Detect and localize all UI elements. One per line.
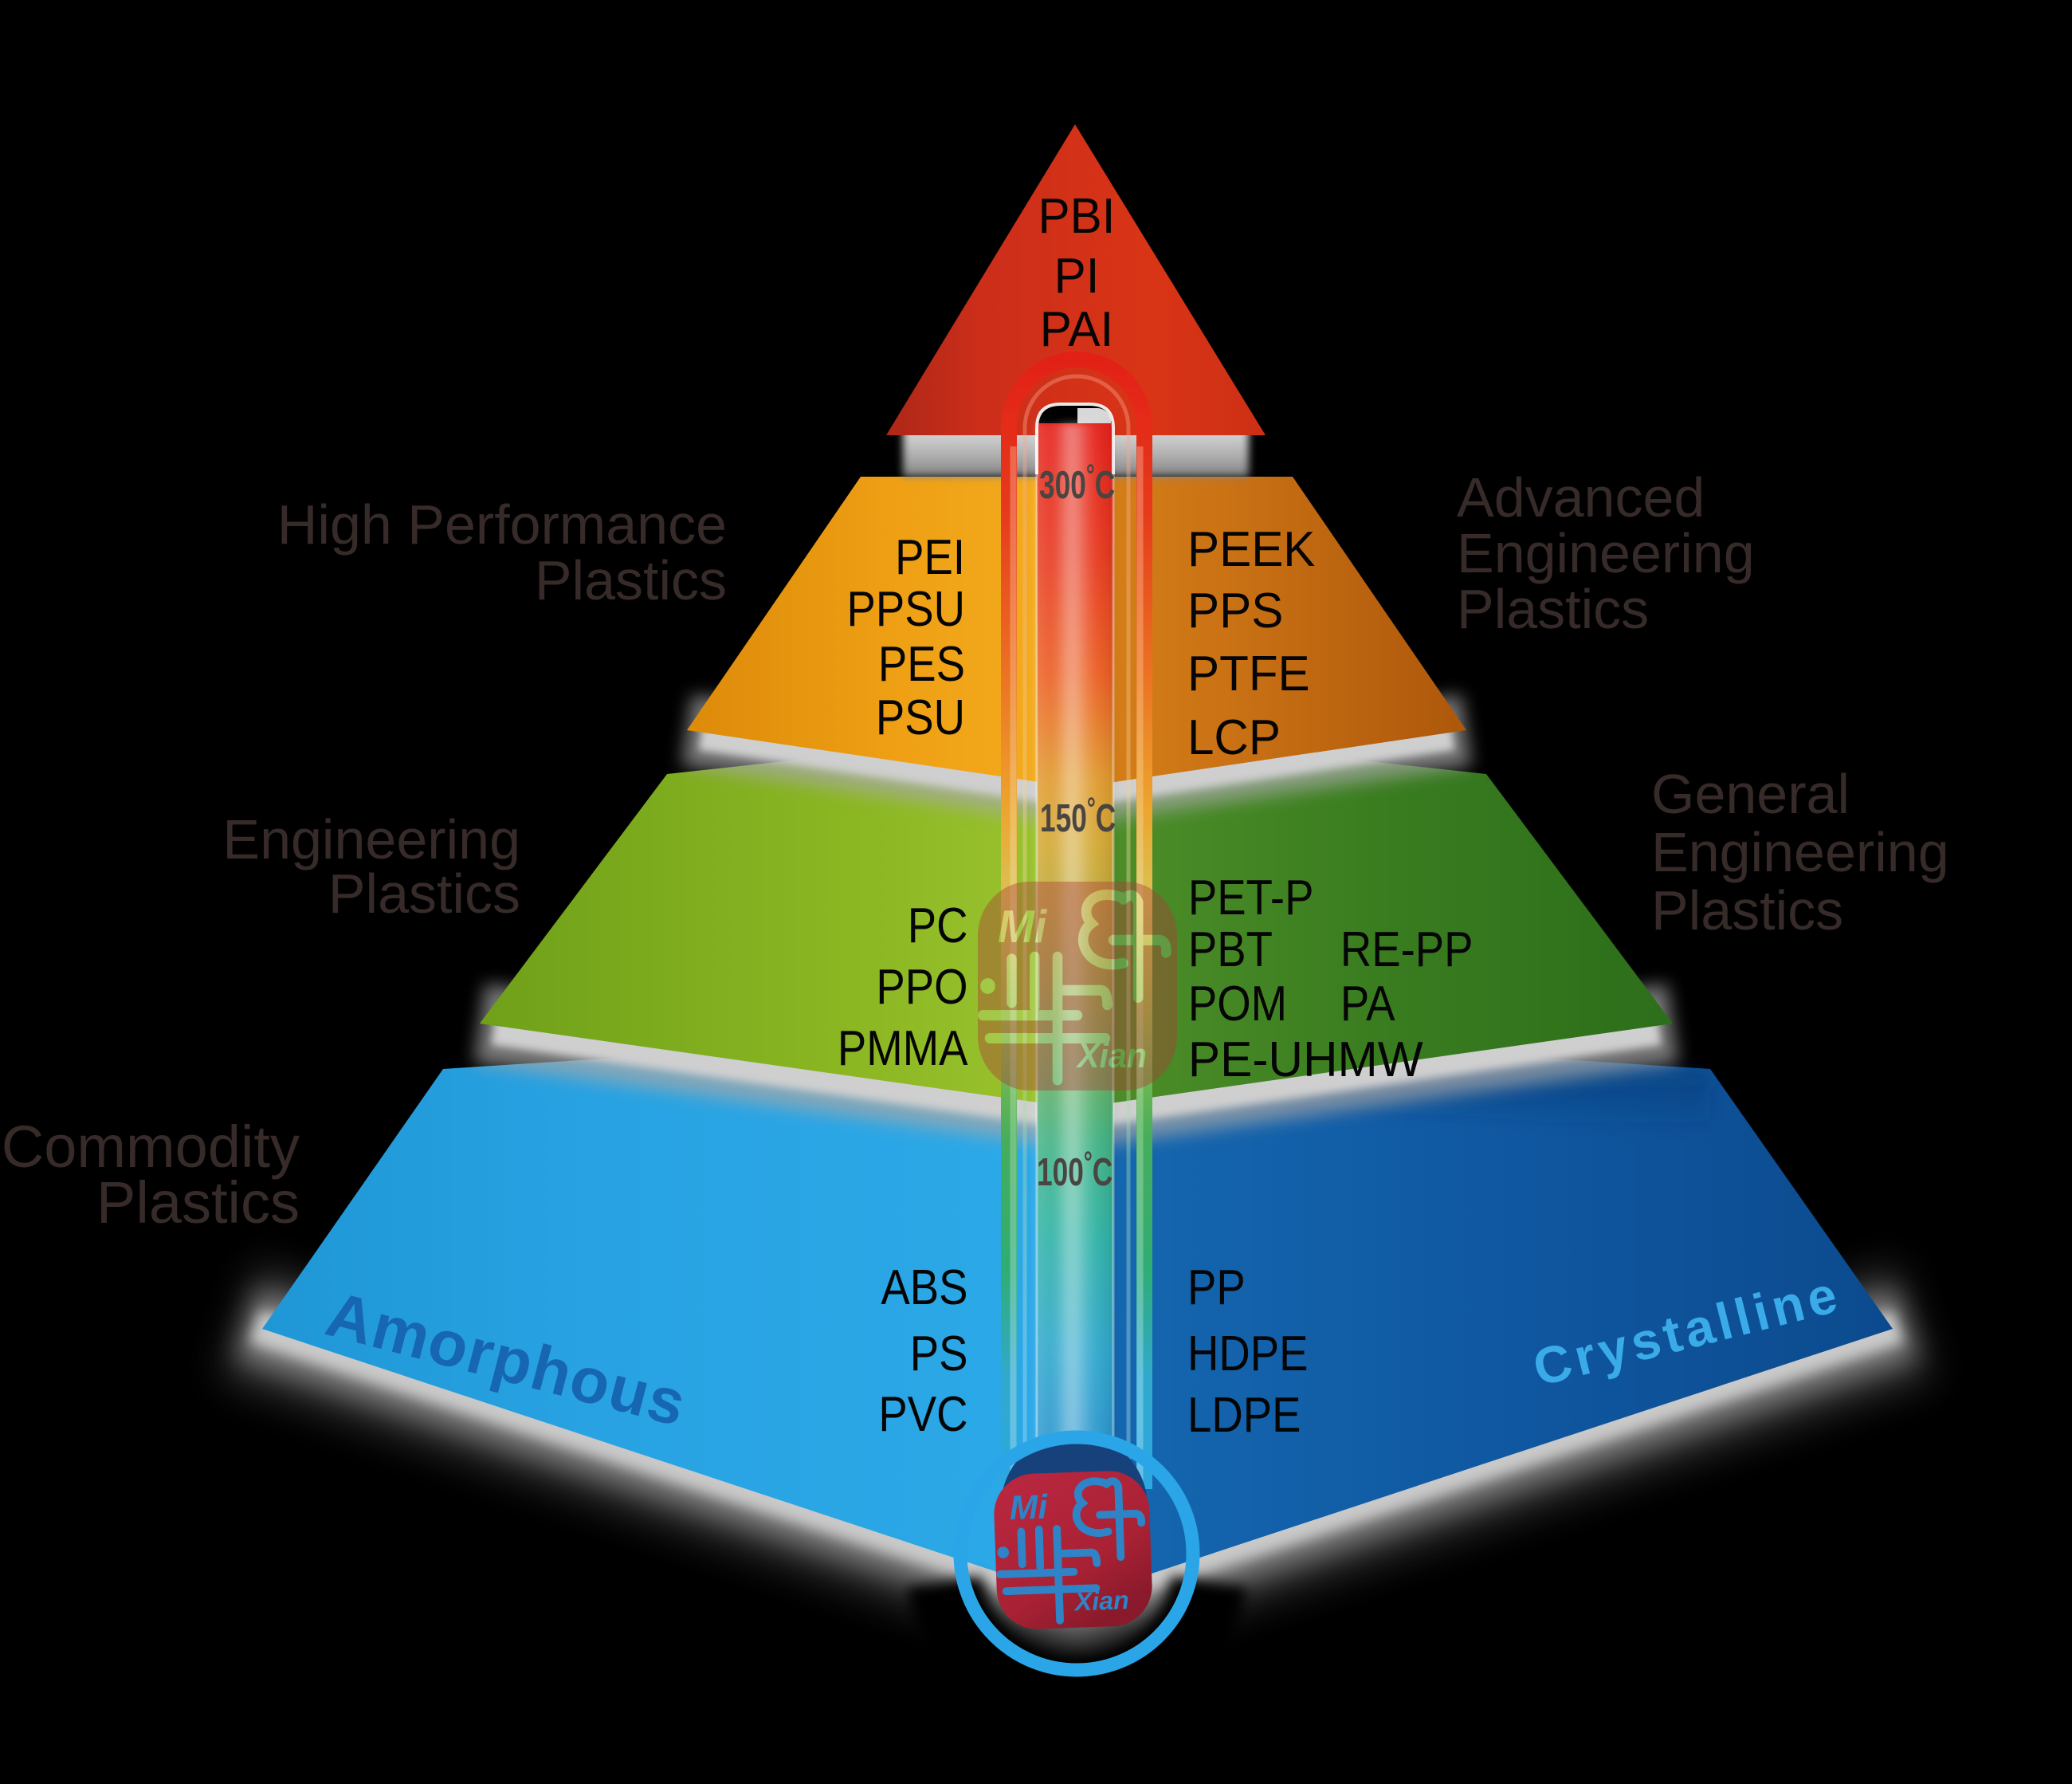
svg-text:Commodity: Commodity: [2, 1114, 300, 1180]
svg-text:PI: PI: [1054, 248, 1100, 303]
svg-text:PP: PP: [1187, 1260, 1246, 1315]
svg-text:PAI: PAI: [1040, 301, 1113, 356]
svg-text:Advanced: Advanced: [1457, 466, 1705, 529]
svg-text:PA: PA: [1340, 976, 1395, 1031]
svg-text:PMMA: PMMA: [838, 1021, 968, 1076]
svg-text:Engineering: Engineering: [1457, 522, 1755, 584]
svg-text:PEI: PEI: [895, 530, 965, 585]
svg-text:Plastics: Plastics: [96, 1169, 300, 1236]
svg-text:Plastics: Plastics: [1651, 879, 1843, 941]
svg-text:Plastics: Plastics: [1457, 578, 1649, 640]
svg-text:PET-P: PET-P: [1188, 870, 1314, 925]
svg-text:Engineering: Engineering: [1651, 821, 1949, 883]
svg-text:Engineering: Engineering: [222, 808, 520, 870]
svg-text:PTFE: PTFE: [1187, 646, 1310, 701]
svg-text:PBT: PBT: [1188, 922, 1273, 977]
svg-text:PSU: PSU: [876, 690, 965, 745]
svg-text:PS: PS: [910, 1326, 968, 1381]
svg-text:General: General: [1651, 763, 1850, 825]
svg-text:LCP: LCP: [1187, 709, 1281, 764]
svg-text:High Performance: High Performance: [277, 493, 727, 556]
svg-text:100°C: 100°C: [1037, 1146, 1113, 1195]
svg-text:PEEK: PEEK: [1187, 521, 1316, 576]
svg-text:POM: POM: [1188, 976, 1287, 1031]
svg-text:PVC: PVC: [878, 1387, 967, 1442]
svg-text:ABS: ABS: [881, 1260, 967, 1315]
svg-text:Plastics: Plastics: [328, 863, 520, 925]
svg-text:PBI: PBI: [1038, 188, 1116, 243]
svg-text:Plastics: Plastics: [535, 549, 727, 611]
svg-text:PPSU: PPSU: [846, 582, 965, 637]
svg-text:PC: PC: [908, 898, 968, 953]
svg-text:300°C: 300°C: [1039, 459, 1115, 508]
svg-text:PPS: PPS: [1187, 583, 1283, 638]
svg-text:PPO: PPO: [876, 960, 967, 1015]
svg-text:LDPE: LDPE: [1187, 1388, 1301, 1443]
svg-text:PE-UHMW: PE-UHMW: [1188, 1032, 1423, 1087]
svg-text:HDPE: HDPE: [1187, 1326, 1309, 1381]
svg-text:PES: PES: [878, 637, 965, 692]
svg-text:RE-PP: RE-PP: [1340, 922, 1474, 977]
svg-text:150°C: 150°C: [1040, 792, 1116, 841]
